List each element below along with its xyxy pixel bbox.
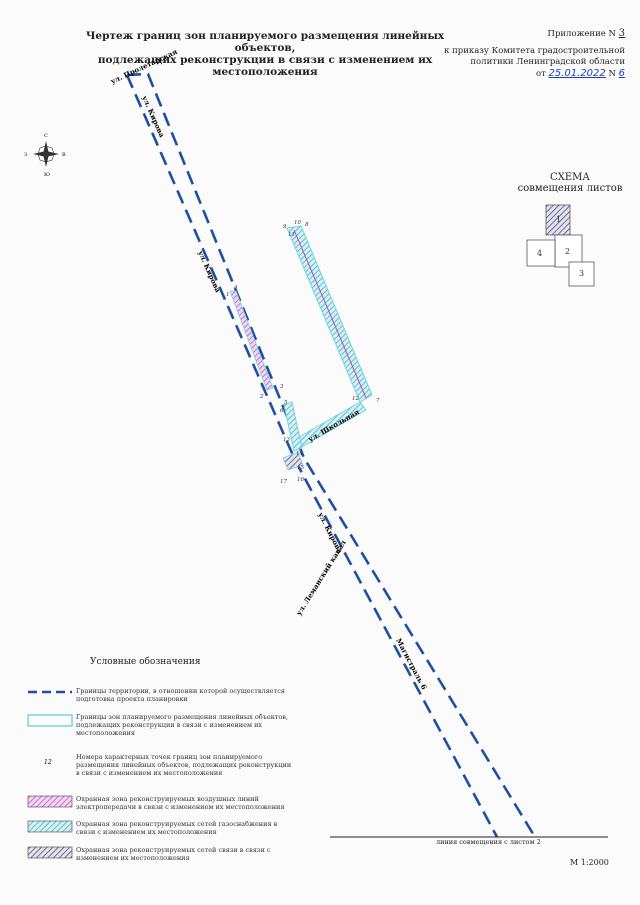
compass-north: С bbox=[44, 133, 48, 139]
comm-zone bbox=[282, 451, 304, 471]
point-15: 15 bbox=[297, 465, 304, 471]
legend-samples: 12 bbox=[27, 690, 73, 859]
appendix-block: Приложение N 3 к приказу Комитета градос… bbox=[440, 28, 625, 80]
point-10: 10 bbox=[294, 220, 301, 226]
point-6: 6 bbox=[280, 408, 284, 414]
scheme-title-line-1: СХЕМА bbox=[550, 172, 590, 183]
point-5: 5 bbox=[284, 400, 288, 406]
point-11: 11 bbox=[288, 232, 295, 238]
sheet-3 bbox=[568, 261, 595, 287]
legend-item-power: Охранная зона реконструируемых воздушных… bbox=[76, 795, 285, 811]
gas-zone-kirova bbox=[283, 401, 303, 452]
sheet-4 bbox=[526, 239, 556, 267]
street-shkolnaya: ул. Школьная bbox=[307, 407, 361, 444]
street-magistral: Магистраль 6 bbox=[394, 637, 429, 691]
legend-item-zone: Границы зон планируемого размещения лине… bbox=[76, 713, 288, 737]
sheet-1-label: 1 bbox=[556, 215, 561, 224]
sheet-4-label: 4 bbox=[537, 249, 542, 258]
sheet-3-label: 3 bbox=[579, 269, 584, 278]
point-numbers: 1 2 3 4 5 6 7 8 9 10 11 12 13 14 15 16 1… bbox=[226, 220, 380, 485]
point-7: 7 bbox=[376, 398, 380, 404]
scheme-title: СХЕМА совмещения листов bbox=[515, 172, 625, 194]
appendix-number: 3 bbox=[618, 28, 625, 39]
legend-sample-point: 12 bbox=[44, 759, 52, 766]
street-lemanskiy: ул. Леманский канал bbox=[294, 538, 348, 617]
order-line-1: к приказу Комитета градостроительной bbox=[444, 46, 625, 56]
point-2: 2 bbox=[259, 394, 264, 400]
order-number: 6 bbox=[618, 68, 625, 79]
point-12: 12 bbox=[352, 396, 359, 402]
legend-item-gas: Охранная зона реконструируемых сетей газ… bbox=[76, 820, 278, 836]
appendix-label: Приложение N bbox=[547, 29, 616, 39]
point-1: 1 bbox=[226, 292, 230, 298]
date-prefix: от bbox=[535, 69, 546, 79]
point-16: 16 bbox=[297, 477, 304, 483]
legend-item-comm: Охранная зона реконструируемых сетей свя… bbox=[76, 846, 271, 862]
legend-title: Условные обозначения bbox=[90, 657, 201, 667]
sheet-join-label: линия совмещения с листом 2 bbox=[436, 838, 541, 846]
point-9: 9 bbox=[283, 224, 287, 230]
scheme-title-line-2: совмещения листов bbox=[517, 183, 623, 194]
compass-west: З bbox=[24, 152, 27, 158]
order-date: 25.01.2022 bbox=[548, 68, 606, 79]
legend-sample-gas bbox=[27, 820, 73, 833]
legend-sample-comm bbox=[27, 846, 73, 859]
point-13: 13 bbox=[283, 437, 290, 443]
title-line-2: подлежащих реконструкции в связи с измен… bbox=[97, 54, 433, 78]
order-line-2: политики Ленинградской области bbox=[470, 57, 625, 67]
sheet-scheme: 1 2 3 4 bbox=[526, 204, 595, 287]
point-14: 14 bbox=[296, 451, 303, 457]
power-line-north bbox=[293, 229, 367, 399]
territory-boundary-right bbox=[126, 72, 537, 838]
drawing-title: Чертеж границ зон планируемого размещени… bbox=[80, 30, 450, 78]
title-line-1: Чертеж границ зон планируемого размещени… bbox=[85, 30, 445, 54]
street-proletarskaya: ул. Пролетарская bbox=[109, 47, 179, 86]
point-3: 3 bbox=[280, 384, 284, 390]
point-4: 4 bbox=[233, 285, 238, 291]
legend-item-points: Номера характерных точек границ зон план… bbox=[76, 753, 292, 777]
legend-sample-zone bbox=[27, 714, 73, 727]
no-prefix: N bbox=[608, 69, 616, 79]
scale-label: М 1:2000 bbox=[570, 858, 609, 867]
point-17: 17 bbox=[280, 479, 287, 485]
sheet-2-label: 2 bbox=[565, 247, 570, 256]
legend-sample-power bbox=[27, 795, 73, 808]
compass-south: Ю bbox=[44, 172, 50, 178]
compass-east: В bbox=[62, 152, 66, 158]
sheet-1 bbox=[545, 204, 571, 236]
legend-item-territory: Границы территории, в отношении которой … bbox=[76, 687, 285, 703]
compass-rose: С Ю З В bbox=[24, 133, 66, 178]
power-line-zone bbox=[229, 290, 274, 391]
street-kirova-mid: ул. Кирова bbox=[196, 249, 223, 294]
point-8: 8 bbox=[305, 222, 309, 228]
